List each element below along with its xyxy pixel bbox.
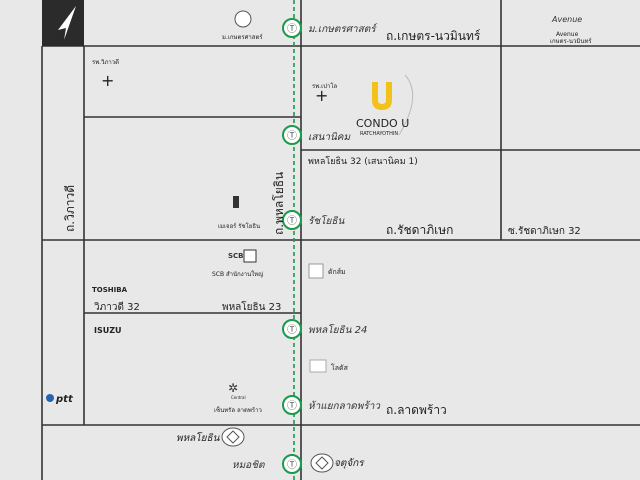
svg-text:เมเจอร์ รัชโยธิน: เมเจอร์ รัชโยธิน	[218, 222, 260, 230]
station-label-kasetsart: ม.เกษตรศาสตร์	[308, 23, 378, 35]
road-label-ratchadaphisek: ถ.รัชดาภิเษก	[386, 223, 453, 237]
station-label-ratchayothin: รัชโยธิน	[308, 215, 345, 227]
road-label-phahon-bottom: พหลโยธิน	[176, 432, 221, 444]
central-logo-icon: ✲	[228, 381, 238, 395]
ptt-flame-icon	[46, 394, 54, 402]
road-label-vibhavadi32: วิภาวดี 32	[94, 301, 140, 313]
train-icon	[282, 125, 302, 145]
road-label-kaset-nawamin: ถ.เกษตร-นวมินทร์	[386, 29, 481, 43]
mrt-icon	[221, 427, 245, 447]
svg-text:Ⓣ: Ⓣ	[287, 23, 297, 35]
svg-text:Ⓣ: Ⓣ	[287, 400, 297, 412]
toshiba-logo: TOSHIBA	[92, 286, 128, 294]
station-label-mochit: หมอชิต	[232, 459, 265, 471]
scb-landmark: SCB SCB สำนักงานใหญ่	[212, 249, 263, 278]
train-icon	[282, 210, 302, 230]
svg-text:Ⓣ: Ⓣ	[287, 324, 297, 336]
condo-u-mark-icon	[372, 82, 392, 110]
north-arrow: N	[42, 0, 84, 46]
train-icon	[282, 319, 302, 339]
hospital-cross-icon: +	[315, 86, 328, 105]
kasetsart-landmark: ม.เกษตรศาสตร์	[222, 10, 263, 41]
station-marker[interactable]: Ⓣ	[282, 18, 302, 38]
lotus-logo-icon	[308, 263, 324, 279]
tesco-logo-icon	[309, 359, 327, 373]
road-label-chatuchak: จตุจักร	[334, 458, 365, 469]
svg-text:เกษตร-นวมินทร์: เกษตร-นวมินทร์	[550, 37, 592, 45]
condo-u-logo: CONDO U RATCHAYOTHIN	[356, 74, 414, 137]
station-marker[interactable]: Ⓣ	[282, 454, 302, 474]
major-cinema-icon	[233, 196, 239, 208]
north-letter: N	[56, 30, 65, 43]
lotus-landmark: ดักส์ม	[308, 263, 346, 279]
train-icon	[282, 395, 302, 415]
hospital-cross-icon: +	[101, 71, 114, 90]
svg-text:Ⓣ: Ⓣ	[287, 130, 297, 142]
scb-logo-icon	[243, 249, 257, 263]
train-icon	[282, 18, 302, 38]
station-label-phahon24: พหลโยธิน 24	[308, 324, 367, 336]
road-label-phahon23: พหลโยธิน 23	[222, 300, 281, 313]
svg-text:SCB สำนักงานใหญ่: SCB สำนักงานใหญ่	[212, 270, 263, 278]
road-network	[41, 0, 640, 480]
station-marker[interactable]: Ⓣ	[282, 210, 302, 230]
svg-text:ดักส์ม: ดักส์ม	[328, 268, 346, 276]
vibhavadi-hospital: รพ.วิภาวดี +	[92, 58, 119, 90]
station-marker[interactable]: Ⓣ	[282, 125, 302, 145]
svg-text:ม.เกษตรศาสตร์: ม.เกษตรศาสตร์	[222, 33, 263, 41]
svg-text:Ⓣ: Ⓣ	[287, 459, 297, 471]
station-marker[interactable]: Ⓣ	[282, 319, 302, 339]
svg-text:Avenue: Avenue	[556, 31, 579, 38]
isuzu-logo: ISUZU	[94, 326, 122, 335]
svg-text:Ⓣ: Ⓣ	[287, 215, 297, 227]
road-label-vibhavadi: ถ.วิภาวดี	[63, 185, 77, 232]
station-marker[interactable]: Ⓣ	[282, 395, 302, 415]
svg-text:รพ.วิภาวดี: รพ.วิภาวดี	[92, 58, 119, 66]
central-ladprao: ✲ Central เซ็นทรัล ลาดพร้าว	[214, 381, 262, 414]
station-label-ha-yaek-ladprao: ห้าแยกลาดพร้าว	[308, 400, 381, 412]
road-label-soi-ratchada32: ซ.รัชดาภิเษก 32	[508, 226, 581, 237]
svg-text:รพ.เปาโล: รพ.เปาโล	[312, 82, 338, 90]
paolo-hospital: รพ.เปาโล +	[312, 82, 338, 105]
road-label-ladprao: ถ.ลาดพร้าว	[386, 403, 447, 417]
avenue-logo: Avenue	[551, 15, 582, 24]
kasetsart-seal-icon	[234, 10, 252, 28]
svg-text:Central: Central	[231, 395, 246, 400]
svg-text:RATCHAYOTHIN: RATCHAYOTHIN	[360, 131, 398, 137]
road-label-phahon32: พหลโยธิน 32 (เสนานิคม 1)	[308, 156, 418, 167]
train-icon	[282, 454, 302, 474]
road-label-phahon-vertical: ถ.พหลโยธิน	[272, 172, 286, 235]
north-arrow-icon	[58, 6, 76, 40]
svg-text:โลตัส: โลตัส	[331, 363, 349, 372]
avenue-landmark: Avenue Avenue เกษตร-นวมินทร์	[550, 15, 592, 45]
tesco-landmark: โลตัส	[309, 359, 349, 373]
svg-text:เซ็นทรัล ลาดพร้าว: เซ็นทรัล ลาดพร้าว	[214, 405, 262, 414]
mrt-icon	[310, 453, 334, 473]
station-label-senanikhom: เสนานิคม	[308, 131, 351, 143]
station-markers: Ⓣ Ⓣ Ⓣ Ⓣ Ⓣ Ⓣ	[282, 18, 302, 474]
ptt-landmark: ptt	[46, 394, 74, 405]
ptt-logo: ptt	[55, 394, 74, 405]
major-ratchayothin: เมเจอร์ รัชโยธิน	[218, 196, 260, 230]
scb-logo: SCB	[228, 252, 244, 260]
svg-text:CONDO U: CONDO U	[356, 117, 409, 130]
